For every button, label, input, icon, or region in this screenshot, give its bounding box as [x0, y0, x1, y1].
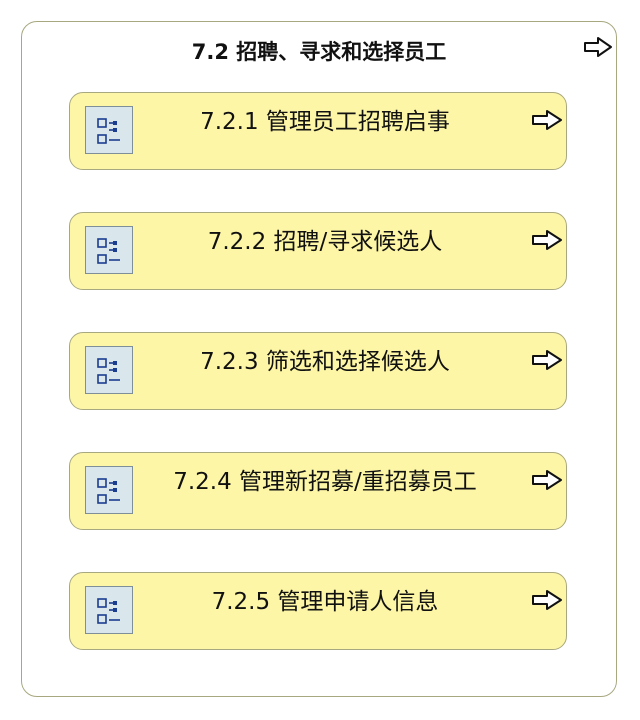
item-label: 7.2.1 管理员工招聘启事 [200, 109, 450, 135]
arrow-right-icon[interactable] [531, 229, 563, 251]
process-item-7-2-3[interactable]: 7.2.3 筛选和选择候选人 [69, 332, 567, 410]
group-arrow-right-icon[interactable] [583, 36, 613, 58]
list-icon [85, 226, 133, 274]
arrow-right-icon[interactable] [531, 589, 563, 611]
list-icon [85, 586, 133, 634]
arrow-right-icon[interactable] [531, 109, 563, 131]
item-label: 7.2.5 管理申请人信息 [211, 589, 439, 615]
group-title: 7.2 招聘、寻求和选择员工 [191, 40, 447, 64]
item-label: 7.2.3 筛选和选择候选人 [200, 349, 450, 375]
list-icon [85, 106, 133, 154]
process-item-7-2-5[interactable]: 7.2.5 管理申请人信息 [69, 572, 567, 650]
process-item-7-2-1[interactable]: 7.2.1 管理员工招聘启事 [69, 92, 567, 170]
item-label: 7.2.2 招聘/寻求候选人 [207, 229, 443, 255]
list-icon [85, 466, 133, 514]
process-item-7-2-2[interactable]: 7.2.2 招聘/寻求候选人 [69, 212, 567, 290]
arrow-right-icon[interactable] [531, 349, 563, 371]
list-icon [85, 346, 133, 394]
process-item-7-2-4[interactable]: 7.2.4 管理新招募/重招募员工 [69, 452, 567, 530]
arrow-right-icon[interactable] [531, 469, 563, 491]
item-label: 7.2.4 管理新招募/重招募员工 [173, 469, 477, 495]
